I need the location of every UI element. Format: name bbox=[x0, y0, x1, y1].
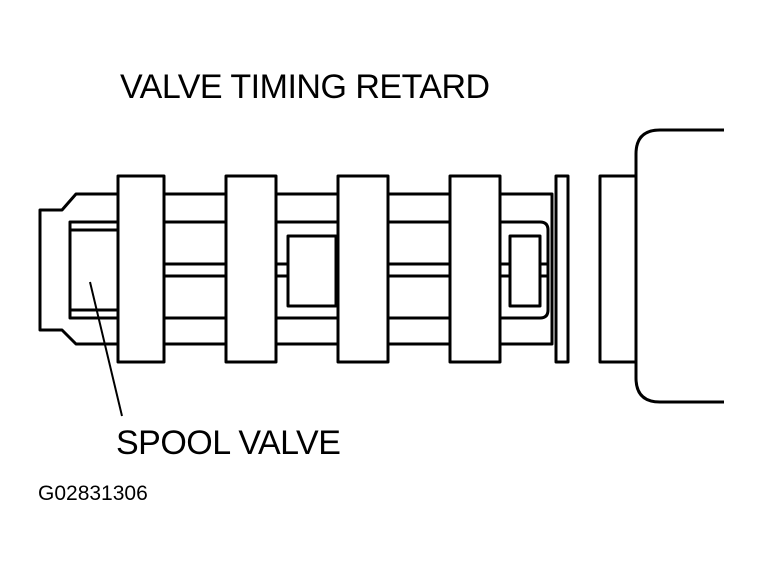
solenoid-housing bbox=[634, 128, 724, 404]
land-4 bbox=[448, 174, 502, 364]
land-3 bbox=[336, 174, 390, 364]
retaining-clip bbox=[554, 174, 570, 364]
figure-code: G02831306 bbox=[38, 482, 148, 505]
spool-valve-label: SPOOL VALVE bbox=[116, 424, 341, 462]
land-1 bbox=[116, 174, 166, 364]
spool-end-left bbox=[68, 228, 122, 312]
callout-leader-line bbox=[89, 281, 123, 417]
port-middle bbox=[286, 234, 338, 308]
diagram-title: VALVE TIMING RETARD bbox=[120, 68, 490, 106]
sleeve-bore bbox=[68, 220, 550, 320]
port-right bbox=[508, 234, 542, 308]
land-2 bbox=[224, 174, 278, 364]
solenoid-neck bbox=[598, 174, 638, 364]
